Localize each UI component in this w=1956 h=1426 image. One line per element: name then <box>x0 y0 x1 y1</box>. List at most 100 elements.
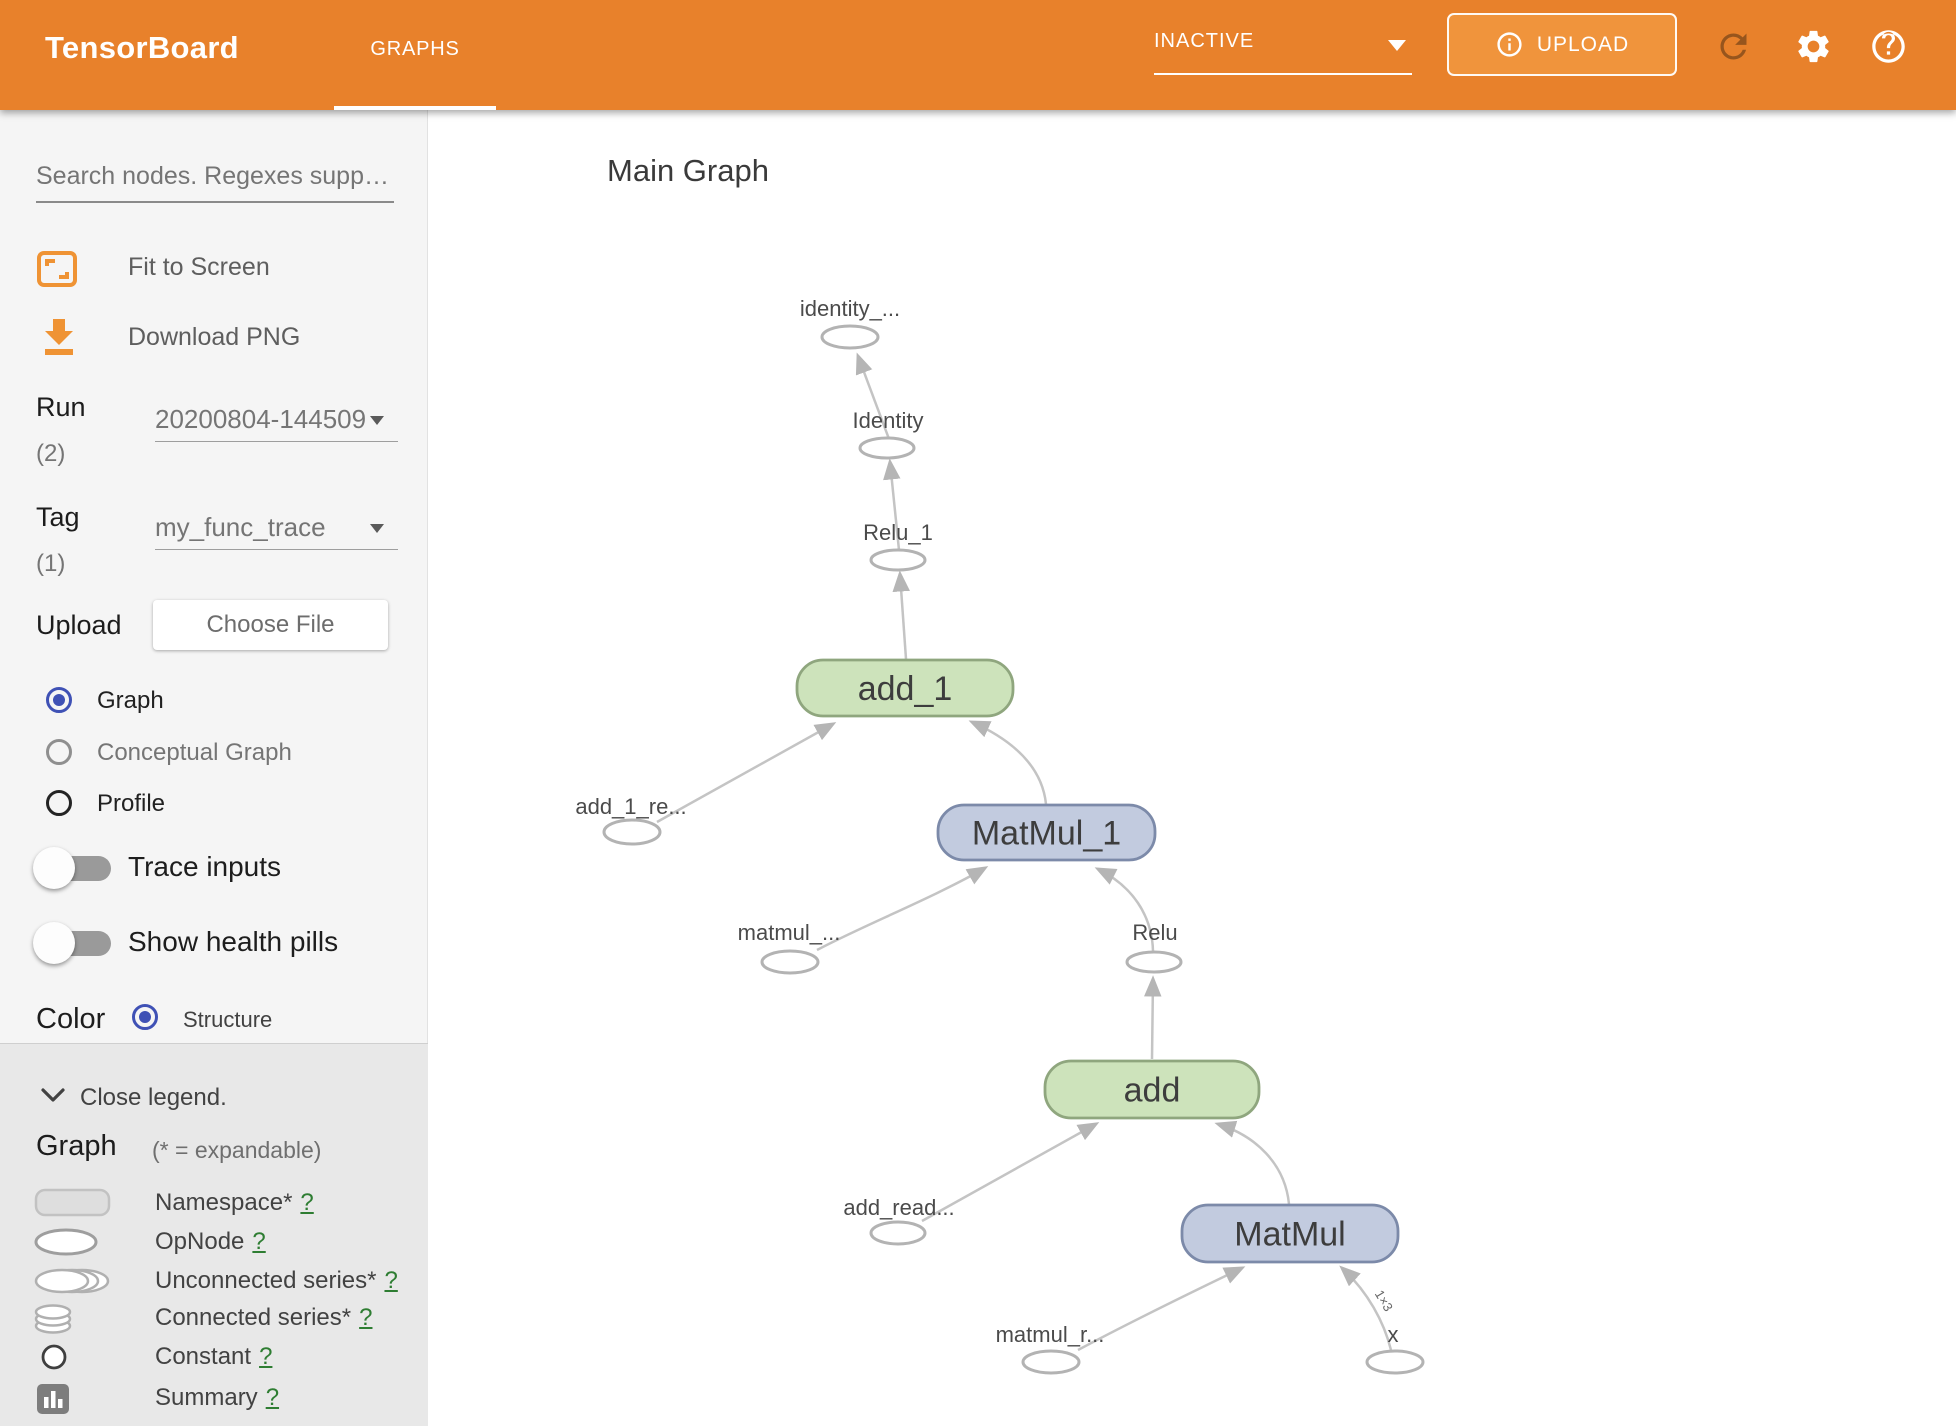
node-rect[interactable] <box>795 658 1015 718</box>
legend-item-summary: Summary? <box>0 1382 428 1416</box>
download-png-label: Download PNG <box>128 323 301 351</box>
run-label: Run <box>36 392 86 422</box>
download-png-button[interactable]: Download PNG <box>0 316 428 360</box>
help-link[interactable]: ? <box>252 1228 266 1255</box>
radio-unselected-icon <box>46 790 72 816</box>
fit-to-screen-icon <box>37 251 77 287</box>
graph-edge-add_1_read-to-add_1 <box>656 722 837 824</box>
info-icon <box>1497 32 1522 57</box>
help-link[interactable]: ? <box>259 1343 273 1370</box>
node-rect[interactable] <box>936 803 1157 862</box>
legend-panel: Close legend. Graph (* = expandable) Nam… <box>0 1043 428 1426</box>
tag-select[interactable]: my_func_trace <box>155 512 398 556</box>
active-tab-underline <box>334 106 496 110</box>
color-structure-label: Structure <box>183 1007 273 1032</box>
graph-node-Relu[interactable]: Relu <box>1125 920 1183 974</box>
opnode-label: Relu <box>1132 920 1177 945</box>
chevron-down-icon <box>370 416 384 425</box>
graph-node-MatMul_1[interactable]: MatMul_1 <box>936 803 1157 862</box>
graph-edge-MatMul-to-add <box>1214 1120 1291 1205</box>
tag-count: (1) <box>36 550 66 577</box>
upload-label: Upload <box>36 610 122 640</box>
radio-conceptual-graph[interactable]: Conceptual Graph <box>0 739 428 769</box>
help-link[interactable]: ? <box>300 1189 314 1216</box>
graph-edge-Relu_1-to-Identity <box>883 458 901 551</box>
opnode-ellipse[interactable] <box>869 548 927 572</box>
opnode-label: add_read... <box>843 1195 954 1220</box>
graph-edge-MatMul_1-to-add_1 <box>968 720 1048 805</box>
namespace-icon <box>34 1188 111 1217</box>
opnode-ellipse[interactable] <box>858 436 916 460</box>
run-count: (2) <box>36 440 66 467</box>
graph-edge-x-to-MatMul <box>1339 1265 1393 1351</box>
opnode-ellipse[interactable] <box>602 818 662 846</box>
opnode-icon <box>34 1228 98 1256</box>
refresh-icon[interactable] <box>1714 27 1753 66</box>
legend-item-connected-series: Connected series*? <box>0 1302 428 1336</box>
graph-edge-matmul_read_1-to-MatMul <box>1077 1266 1246 1352</box>
status-dropdown-underline <box>1154 73 1412 75</box>
connected-series-icon <box>34 1304 72 1334</box>
legend-heading: Graph <box>36 1130 117 1162</box>
opnode-ellipse[interactable] <box>1125 950 1183 974</box>
app-header: TensorBoard GRAPHS INACTIVE UPLOAD <box>0 0 1956 110</box>
tag-label: Tag <box>36 502 80 532</box>
legend-item-constant: Constant? <box>0 1341 428 1375</box>
color-section-label: Color <box>36 1003 106 1035</box>
run-select[interactable]: 20200804-144509 <box>155 404 398 448</box>
graph-node-add_1[interactable]: add_1 <box>795 658 1015 718</box>
settings-gear-icon[interactable] <box>1794 27 1833 66</box>
chevron-down-icon <box>1388 40 1406 51</box>
graph-node-MatMul[interactable]: MatMul <box>1180 1203 1400 1264</box>
upload-button[interactable]: UPLOAD <box>1447 13 1677 76</box>
node-rect[interactable] <box>1180 1203 1400 1264</box>
search-input[interactable] <box>36 162 394 203</box>
download-icon <box>45 319 73 355</box>
opnode-ellipse[interactable] <box>1365 1349 1425 1375</box>
opnode-ellipse[interactable] <box>820 324 880 350</box>
opnode-ellipse[interactable] <box>760 949 820 975</box>
show-health-pills-toggle[interactable]: Show health pills <box>0 921 428 967</box>
status-dropdown-value: INACTIVE <box>1154 30 1255 52</box>
help-link[interactable]: ? <box>384 1267 398 1294</box>
node-rect[interactable] <box>1043 1059 1261 1120</box>
help-link[interactable]: ? <box>359 1304 373 1331</box>
help-link[interactable]: ? <box>265 1384 280 1411</box>
choose-file-button[interactable]: Choose File <box>153 600 388 650</box>
tab-graphs[interactable]: GRAPHS <box>370 38 460 60</box>
opnode-label: Relu_1 <box>863 520 933 545</box>
opnode-label: add_1_re... <box>575 794 686 819</box>
graph-node-add[interactable]: add <box>1043 1059 1261 1120</box>
graph-node-add_read[interactable]: add_read... <box>843 1195 955 1246</box>
radio-graph[interactable]: Graph <box>0 687 428 717</box>
opnode-ellipse[interactable] <box>869 1220 927 1246</box>
close-legend-label: Close legend. <box>80 1084 227 1111</box>
node-label: MatMul <box>1234 1216 1345 1254</box>
graph-canvas[interactable]: 1×3identity_...IdentityRelu_1add_1_re...… <box>428 110 1956 1426</box>
chevron-down-icon <box>41 1088 65 1102</box>
graph-node-matmul_read[interactable]: matmul_... <box>738 920 841 975</box>
toggle-thumb <box>33 847 75 889</box>
radio-profile[interactable]: Profile <box>0 790 428 820</box>
status-dropdown[interactable]: INACTIVE <box>1154 30 1412 75</box>
graph-node-add_1_read[interactable]: add_1_re... <box>575 794 687 846</box>
graph-node-Relu_1[interactable]: Relu_1 <box>863 520 933 572</box>
close-legend-button[interactable]: Close legend. <box>0 1080 428 1114</box>
page-title: Main Graph <box>607 153 769 188</box>
opnode-ellipse[interactable] <box>1021 1349 1081 1375</box>
opnode-label: Identity <box>853 408 924 433</box>
graph-node-matmul_read_1[interactable]: matmul_r... <box>996 1322 1105 1375</box>
help-icon[interactable] <box>1869 27 1908 66</box>
trace-inputs-toggle[interactable]: Trace inputs <box>0 846 428 892</box>
opnode-label: matmul_r... <box>996 1322 1105 1347</box>
legend-item-namespace: Namespace*? <box>0 1187 428 1221</box>
radio-selected-icon <box>46 687 72 713</box>
graph-node-identity_out[interactable]: identity_... <box>800 296 900 350</box>
opnode-label: matmul_... <box>738 920 841 945</box>
graph-node-x[interactable]: x <box>1365 1322 1425 1375</box>
graph-node-Identity[interactable]: Identity <box>853 408 924 460</box>
fit-to-screen-label: Fit to Screen <box>128 253 270 281</box>
legend-expandable-note: (* = expandable) <box>152 1137 322 1163</box>
radio-color-structure[interactable] <box>132 1004 158 1030</box>
fit-to-screen-button[interactable]: Fit to Screen <box>0 250 428 294</box>
